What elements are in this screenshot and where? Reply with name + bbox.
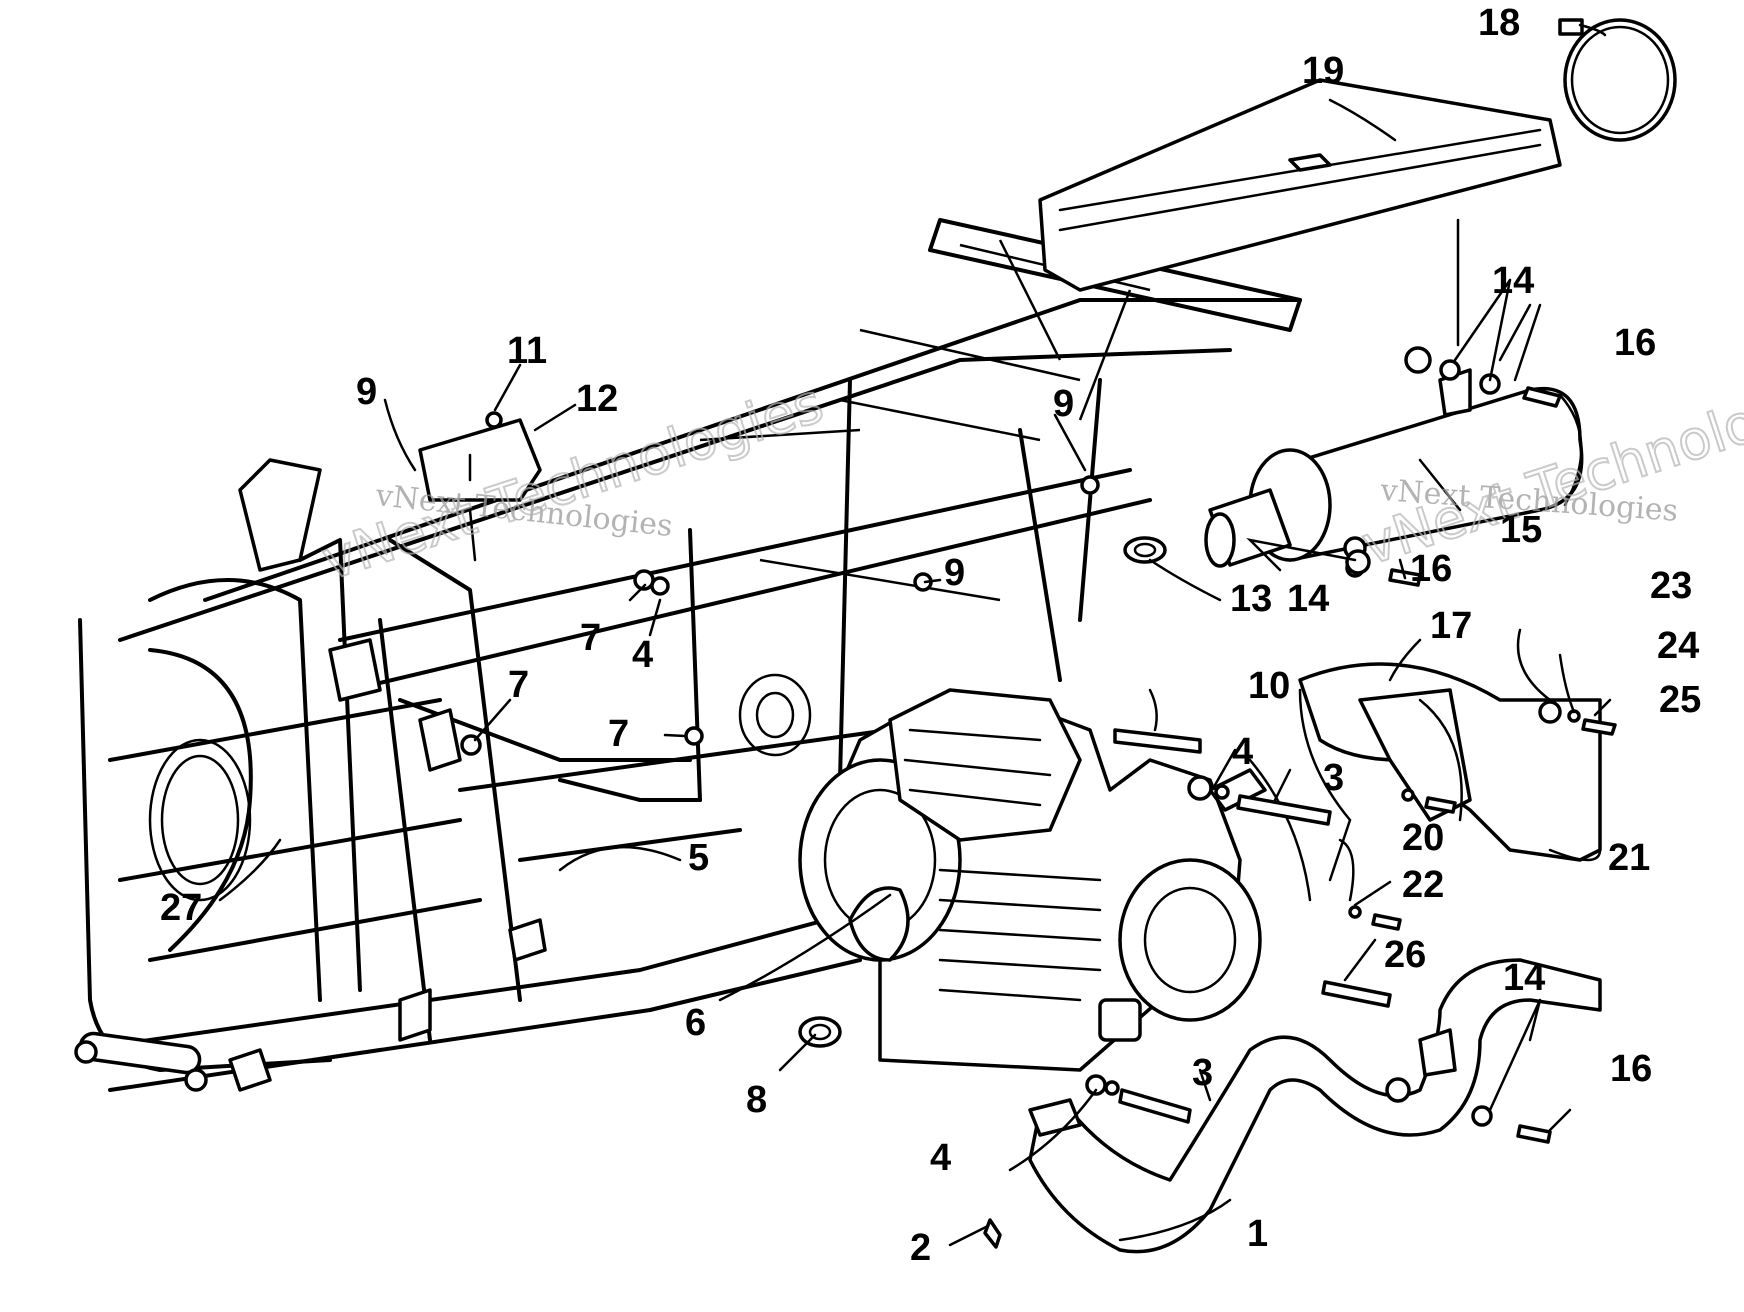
callout-label: 9 <box>356 371 377 413</box>
callout-label: 6 <box>685 1002 706 1044</box>
callout-label: 7 <box>580 617 601 659</box>
callout-label: 18 <box>1478 2 1520 44</box>
callout-label: 17 <box>1430 605 1472 647</box>
callout-label: 22 <box>1402 864 1444 906</box>
callout-label: 3 <box>1323 757 1344 799</box>
callout-label: 25 <box>1659 679 1701 721</box>
callout-label: 2 <box>910 1227 931 1269</box>
callout-label: 14 <box>1287 578 1329 620</box>
callout-label: 8 <box>746 1079 767 1121</box>
callout-label: 10 <box>1248 665 1290 707</box>
callout-label: 7 <box>608 713 629 755</box>
chassis-frame <box>74 218 1302 1092</box>
callout-label: 24 <box>1657 625 1699 667</box>
callout-label: 23 <box>1650 565 1692 607</box>
leader-lines <box>218 23 1612 1247</box>
callout-label: 20 <box>1402 817 1444 859</box>
callout-label: 9 <box>944 552 965 594</box>
callout-label: 1 <box>1247 1213 1268 1255</box>
callout-label: 16 <box>1410 548 1452 590</box>
callout-label: 4 <box>632 634 653 676</box>
muffler-assembly <box>1038 18 1677 587</box>
callout-label: 14 <box>1492 260 1534 302</box>
fasteners <box>418 411 1392 1124</box>
callout-label: 4 <box>930 1137 951 1179</box>
callout-label: 16 <box>1610 1048 1652 1090</box>
callout-numbers: 1 2 3 3 4 4 4 5 6 7 7 7 8 9 9 9 10 11 12… <box>160 2 1701 1269</box>
callout-label: 15 <box>1500 509 1542 551</box>
rear-shield-assembly <box>1248 662 1617 931</box>
callout-label: 11 <box>507 330 547 372</box>
callout-label: 27 <box>160 887 202 929</box>
callout-label: 5 <box>688 837 709 879</box>
callout-label: 26 <box>1384 934 1426 976</box>
callout-label: 3 <box>1192 1052 1213 1094</box>
callout-label: 19 <box>1302 50 1344 92</box>
callout-label: 21 <box>1608 837 1650 879</box>
callout-label: 13 <box>1230 578 1272 620</box>
engine-assembly <box>798 688 1267 1072</box>
callout-label: 12 <box>576 378 618 420</box>
callout-label: 4 <box>1232 731 1253 773</box>
header-pipe <box>798 958 1602 1254</box>
callout-label: 7 <box>508 664 529 706</box>
callout-label: 9 <box>1053 383 1074 425</box>
callout-label: 14 <box>1503 957 1545 999</box>
callout-label: 16 <box>1614 322 1656 364</box>
